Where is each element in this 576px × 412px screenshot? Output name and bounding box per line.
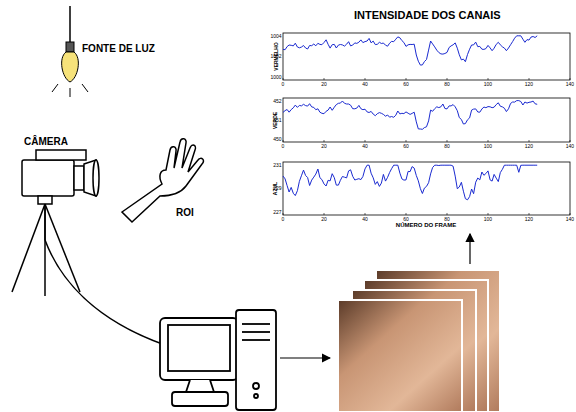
tick bbox=[529, 213, 530, 215]
tick-label: 80 bbox=[444, 144, 450, 149]
tick bbox=[283, 213, 284, 215]
tick bbox=[365, 213, 366, 215]
hand bbox=[122, 139, 203, 222]
tick bbox=[529, 78, 530, 80]
tick-label: 451 bbox=[273, 118, 281, 123]
tick-label: 80 bbox=[444, 217, 450, 222]
tick bbox=[488, 140, 489, 142]
chart-title: INTENSIDADE DOS CANAIS bbox=[354, 10, 501, 21]
part-label: ROI bbox=[176, 208, 194, 218]
tick-label: 80 bbox=[444, 82, 450, 87]
tick-label: 20 bbox=[321, 144, 327, 149]
tick bbox=[447, 140, 448, 142]
tick-label: 20 bbox=[321, 217, 327, 222]
tick bbox=[488, 213, 489, 215]
video-frames bbox=[338, 270, 500, 412]
tick-label: 60 bbox=[403, 82, 409, 87]
channel-plots bbox=[283, 33, 570, 215]
tick-label: 227 bbox=[273, 210, 281, 215]
tick-label: 1004 bbox=[270, 34, 281, 39]
part-label: CÂMERA bbox=[24, 137, 68, 147]
tick bbox=[406, 213, 407, 215]
tick-label: 140 bbox=[566, 82, 574, 87]
tick bbox=[324, 78, 325, 80]
tick bbox=[324, 140, 325, 142]
arrow bbox=[469, 234, 470, 264]
tick bbox=[283, 78, 284, 80]
axis-label: NÚMERO DO FRAME bbox=[396, 222, 456, 228]
tick bbox=[570, 140, 571, 142]
camera bbox=[22, 150, 99, 204]
plot-axes bbox=[283, 162, 570, 215]
tick bbox=[365, 140, 366, 142]
tick-label: 140 bbox=[566, 144, 574, 149]
tick bbox=[406, 140, 407, 142]
plot-axes bbox=[283, 98, 570, 142]
tick-label: 452 bbox=[273, 99, 281, 104]
tick-label: 120 bbox=[525, 82, 533, 87]
tick-label: 60 bbox=[403, 144, 409, 149]
channel-curve bbox=[283, 36, 537, 65]
tick bbox=[447, 78, 448, 80]
tick-label: 100 bbox=[484, 217, 492, 222]
tick bbox=[488, 78, 489, 80]
tick-label: 231 bbox=[273, 163, 281, 168]
tick-label: 120 bbox=[525, 144, 533, 149]
tick-label: 140 bbox=[566, 217, 574, 222]
tick-label: 40 bbox=[362, 217, 368, 222]
plot-axes bbox=[283, 33, 570, 80]
tick-label: 0 bbox=[282, 217, 285, 222]
tick-label: 1002 bbox=[270, 54, 281, 59]
tick-label: 100 bbox=[484, 144, 492, 149]
tick-label: 229 bbox=[273, 186, 281, 191]
tick-label: 40 bbox=[362, 144, 368, 149]
channel-curve bbox=[283, 165, 537, 200]
computer bbox=[160, 310, 276, 410]
tick-label: 0 bbox=[282, 144, 285, 149]
tick bbox=[570, 78, 571, 80]
tick bbox=[324, 213, 325, 215]
tick bbox=[406, 78, 407, 80]
tick-label: 60 bbox=[403, 217, 409, 222]
tick-label: 100 bbox=[484, 82, 492, 87]
tick bbox=[529, 140, 530, 142]
tick bbox=[570, 213, 571, 215]
tick-label: 40 bbox=[362, 82, 368, 87]
arrow bbox=[280, 357, 330, 358]
tick-label: 0 bbox=[282, 82, 285, 87]
tick-label: 120 bbox=[525, 217, 533, 222]
tick bbox=[447, 213, 448, 215]
tick-label: 1000 bbox=[270, 75, 281, 80]
part-label: FONTE DE LUZ bbox=[82, 44, 155, 54]
tick-label: 20 bbox=[321, 82, 327, 87]
tick-label: 450 bbox=[273, 137, 281, 142]
tick bbox=[283, 140, 284, 142]
tripod bbox=[12, 204, 165, 345]
channel-curve bbox=[283, 101, 537, 130]
tick bbox=[365, 78, 366, 80]
